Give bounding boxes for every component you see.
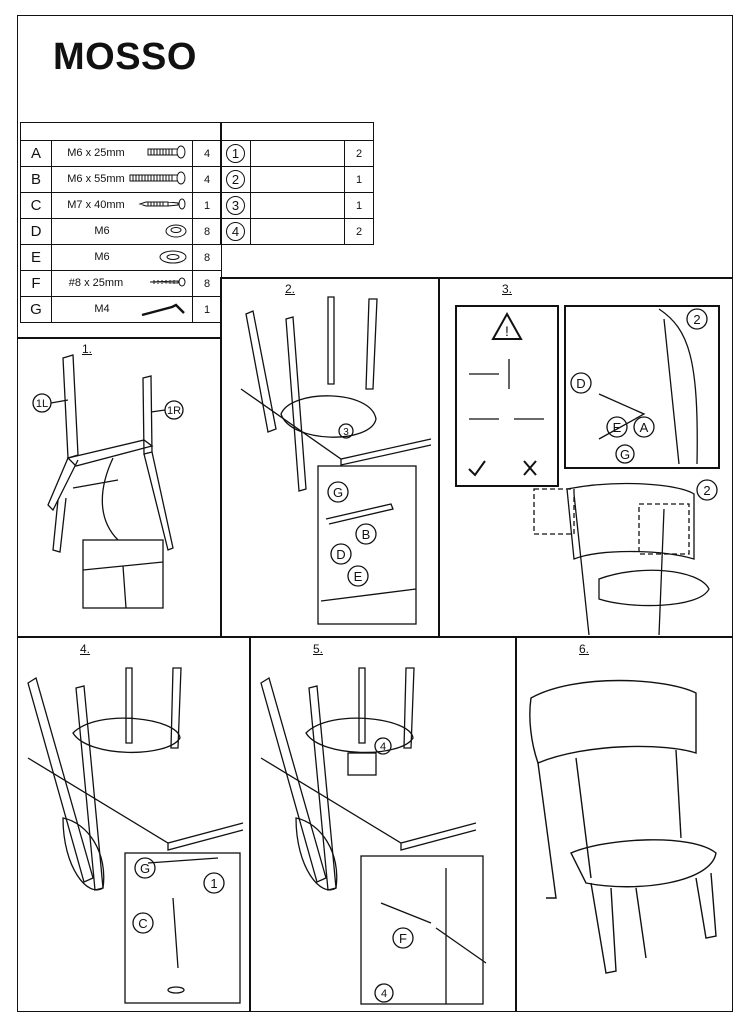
hardware-row: B M6 x 55mm 4: [20, 166, 222, 193]
callout-A: A: [640, 420, 649, 435]
screw-icon: [138, 197, 188, 214]
step-6-illustration: [529, 679, 717, 974]
part-number: 1: [226, 144, 245, 163]
part-number: 3: [226, 196, 245, 215]
bolt-icon: [146, 145, 188, 162]
hardware-qty: 8: [192, 244, 222, 271]
hardware-qty: 8: [192, 218, 222, 245]
hardware-desc: M4: [94, 303, 110, 315]
long-bolt-icon: [128, 171, 188, 188]
hardware-row: C M7 x 40mm 1: [20, 192, 222, 219]
callout-G: G: [333, 485, 343, 500]
step-2-label: 2.: [285, 282, 296, 296]
step-1-label: 1.: [82, 342, 93, 356]
wood-screw-icon: [148, 275, 188, 292]
hardware-desc: M6 x 55mm: [67, 173, 125, 185]
callout-4b: 4: [381, 988, 387, 1000]
callout-3: 3: [343, 427, 349, 438]
callout-E: E: [613, 420, 622, 435]
callout-1L: 1L: [36, 398, 48, 410]
hardware-letter: A: [20, 140, 52, 167]
hardware-letter: F: [20, 270, 52, 297]
hardware-row: F #8 x 25mm 8: [20, 270, 222, 297]
callout-2b: 2: [703, 483, 710, 498]
divider: [220, 277, 222, 637]
step-5-label: 5.: [313, 642, 324, 656]
part-qty: 1: [344, 166, 374, 193]
hardware-letter: D: [20, 218, 52, 245]
hardware-letter: C: [20, 192, 52, 219]
divider: [438, 277, 440, 637]
allen-key-icon: [140, 301, 188, 320]
callout-D: D: [576, 376, 585, 391]
hardware-desc: M7 x 40mm: [67, 199, 125, 211]
step-5-illustration: 4 F 4: [260, 667, 487, 1005]
callout-G: G: [620, 447, 630, 462]
hardware-qty: 1: [192, 192, 222, 219]
hardware-qty: 8: [192, 270, 222, 297]
callout-2: 2: [693, 312, 700, 327]
callout-4: 4: [380, 741, 386, 753]
hardware-row: A M6 x 25mm 4: [20, 140, 222, 167]
svg-text:!: !: [505, 323, 509, 339]
step-3-label: 3.: [502, 282, 513, 296]
part-qty: 2: [344, 140, 374, 167]
page-frame: [17, 15, 733, 1012]
hardware-desc: #8 x 25mm: [68, 277, 124, 289]
part-qty: 1: [344, 192, 374, 219]
callout-C: C: [138, 916, 147, 931]
hardware-desc: M6: [94, 225, 110, 237]
spring-washer-icon: [164, 223, 188, 242]
flat-washer-icon: [158, 249, 188, 268]
part-row: 3 1: [220, 192, 374, 219]
hardware-row: D M6 8: [20, 218, 222, 245]
product-title: MOSSO: [53, 36, 197, 78]
callout-B: B: [362, 527, 371, 542]
part-image-cell: [250, 140, 345, 167]
step-3-illustration: ! 2 D E A G 2: [455, 305, 720, 635]
step-4-illustration: G C 1: [27, 667, 244, 1004]
hardware-desc: M6 x 25mm: [67, 147, 125, 159]
callout-E: E: [354, 569, 363, 584]
divider: [220, 277, 733, 279]
part-number: 2: [226, 170, 245, 189]
hardware-desc: M6: [94, 251, 110, 263]
callout-F: F: [399, 931, 407, 946]
hardware-letter: E: [20, 244, 52, 271]
divider: [17, 636, 733, 638]
part-image-cell: [250, 218, 345, 245]
hardware-letter: G: [20, 296, 52, 323]
part-row: 2 1: [220, 166, 374, 193]
callout-1: 1: [210, 876, 217, 891]
part-image-cell: [250, 166, 345, 193]
hardware-qty: 4: [192, 140, 222, 167]
step-6-label: 6.: [579, 642, 590, 656]
callout-G: G: [140, 861, 150, 876]
hardware-qty: 1: [192, 296, 222, 323]
divider: [249, 636, 251, 1012]
part-image-cell: [250, 192, 345, 219]
hardware-letter: B: [20, 166, 52, 193]
callout-1R: 1R: [167, 405, 181, 417]
part-row: 1 2: [220, 140, 374, 167]
step-2-illustration: 3 G B D E: [240, 296, 432, 625]
hardware-qty: 4: [192, 166, 222, 193]
step-1-illustration: 1L 1R: [32, 354, 184, 609]
divider: [515, 636, 517, 1012]
part-row: 4 2: [220, 218, 374, 245]
divider: [17, 337, 220, 339]
step-4-label: 4.: [80, 642, 91, 656]
hardware-row: G M4 1: [20, 296, 222, 323]
hardware-row: E M6 8: [20, 244, 222, 271]
callout-D: D: [336, 547, 345, 562]
part-number: 4: [226, 222, 245, 241]
part-qty: 2: [344, 218, 374, 245]
